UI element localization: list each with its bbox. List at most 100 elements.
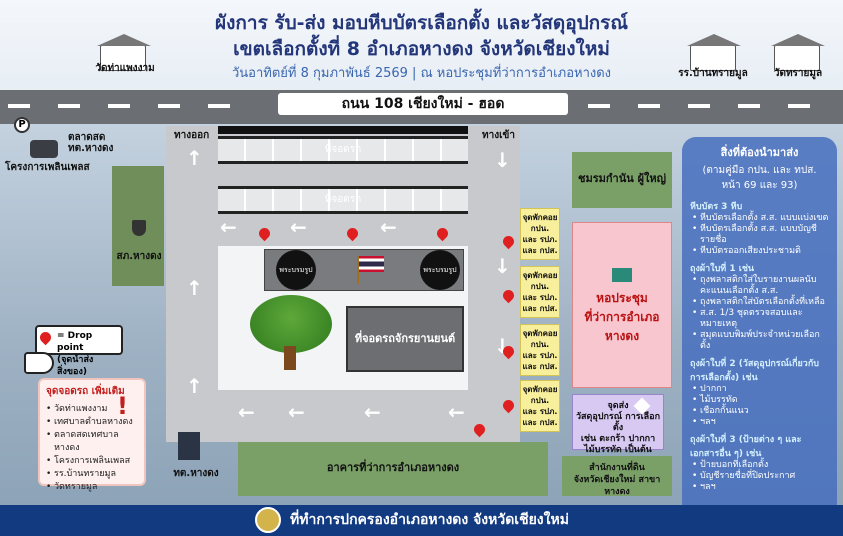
list-item: เทศบาลตำบลหางดง <box>46 416 138 429</box>
extra-parking-card: จุดจอดรถ เพิ่มเติม วัดท่าแพงงาม เทศบาลตำ… <box>38 378 146 494</box>
land-office-building: สำนักงานที่ดิน จังหวัดเชียงใหม่ สาขาหางด… <box>562 456 672 497</box>
statue-right: พระบรมรูป <box>420 250 460 290</box>
arrow-up-icon: ↑ <box>186 374 203 398</box>
road-dash <box>688 104 710 108</box>
arrow-down-icon: ↓ <box>494 254 511 278</box>
district-office-building: อาคารที่ว่าการอำเภอหางดง <box>238 442 548 496</box>
list-item: โครงการเพลินเพลส <box>46 455 138 468</box>
panel-section-2: ถุงผ้าใบที่ 1 เช่น <box>690 264 755 274</box>
road-dash <box>638 104 660 108</box>
village-club-building: ชมรมกำนัน ผู้ใหญ่บ้าน <box>572 152 672 239</box>
panel-section-4-list: ป้ายบอกที่เลือกตั้ง บัญชีรายชื่อที่ปิดปร… <box>690 460 829 493</box>
municipal-label: ทต.หางดง <box>173 468 219 479</box>
title-line-2: เขตเลือกตั้งที่ 8 อำเภอหางดง จังหวัดเชีย… <box>233 38 610 60</box>
list-item: วัดท่าแพงงาม <box>46 403 138 416</box>
road-dash <box>588 104 610 108</box>
arrow-left-icon: ← <box>238 400 255 424</box>
delivery-point: จุดส่ง วัสดุอุปกรณ์ การเลือกตั้ง เช่น ตะ… <box>572 394 664 455</box>
hall-building: หอประชุม ที่ว่าการอำเภอหางดง <box>572 222 672 388</box>
panel-subtitle: (ตามคู่มือ กปน. และ ทปส. หน้า 69 และ 93) <box>702 165 817 191</box>
list-item: ตลาดสดเทศบาลหางดง <box>46 429 138 455</box>
temple-right-icon <box>771 34 825 71</box>
ballot-box-icon <box>612 268 632 282</box>
list-item: ส.ส. 1/3 ชุดตรวจสอบและหมายเหตุ <box>690 308 829 330</box>
police-badge-icon <box>132 220 146 236</box>
extra-parking-title: จุดจอดรถ เพิ่มเติม <box>46 386 125 397</box>
parking-row-2: ที่จอดรถ <box>218 186 468 214</box>
list-item: ไม้บรรทัด <box>690 395 829 406</box>
rest-point-4: จุดพักคอย กปน. และ รปภ. และ กปส. <box>520 380 560 432</box>
motorcycle-parking: ที่จอดรถจักรยานยนต์ <box>346 306 464 372</box>
arrow-up-icon: ↑ <box>186 146 203 170</box>
subtitle: วันอาทิตย์ที่ 8 กุมภาพันธ์ 2569 | ณ หอปร… <box>231 66 612 81</box>
tree-trunk <box>284 346 296 370</box>
market-label: ตลาดสด ทต.หางดง <box>68 132 114 154</box>
arrow-up-icon: ↑ <box>186 276 203 300</box>
road-label: ถนน 108 เชียงใหม่ - ฮอด <box>278 93 568 115</box>
police-label: สภ.หางดง <box>116 251 162 262</box>
title-line-1: ผังการ รับ-ส่ง มอบหีบบัตรเลือกตั้ง และวั… <box>214 12 629 34</box>
rest-point-3: จุดพักคอย กปน. และ รปภ. และ กปส. <box>520 324 560 376</box>
parking-sign-icon: P <box>14 117 30 133</box>
tree-icon <box>250 295 332 353</box>
list-item: ฯลฯ <box>690 482 829 493</box>
list-item: ปากกา <box>690 384 829 395</box>
arrow-left-icon: ← <box>364 400 381 424</box>
arrow-left-icon: ← <box>380 215 397 239</box>
panel-section-1: หีบบัตร 3 หีบ <box>690 202 743 212</box>
landmark-right1-label: รร.บ้านทรายมูล <box>678 68 748 79</box>
road-dash <box>208 104 230 108</box>
rest-point-1: จุดพักคอย กปน. และ รปภ. และ กปส. <box>520 208 560 260</box>
panel-section-4: ถุงผ้าใบที่ 3 (ป้ายต่าง ๆ และเอกสารอื่น … <box>690 435 802 459</box>
arrow-down-icon: ↓ <box>494 148 511 172</box>
arrow-left-icon: ← <box>448 400 465 424</box>
arrow-left-icon: ← <box>220 215 237 239</box>
road-dash <box>158 104 180 108</box>
panel-section-3-list: ปากกา ไม้บรรทัด เชือกกั้นแนว ฯลฯ <box>690 384 829 428</box>
list-item: บัญชีรายชื่อที่ปิดประกาศ <box>690 471 829 482</box>
entrance-label: ทางเข้า <box>482 130 515 141</box>
list-item: เชือกกั้นแนว <box>690 406 829 417</box>
municipal-building-icon <box>178 432 200 460</box>
road-dash <box>738 104 760 108</box>
hospital-label: โครงการเพลินเพลส <box>5 162 90 173</box>
extra-parking-list: วัดท่าแพงงาม เทศบาลตำบลหางดง ตลาดสดเทศบา… <box>46 403 138 494</box>
road-dash <box>8 104 30 108</box>
list-item: สมุดแบบพิมพ์ประจำหน่วยเลือกตั้ง <box>690 330 829 352</box>
statue-left: พระบรมรูป <box>276 250 316 290</box>
list-item: ถุงพลาสติกใส่ใบรายงานผลนับคะแนนเลือกตั้ง… <box>690 275 829 297</box>
road-dash <box>108 104 130 108</box>
panel-section-3: ถุงผ้าใบที่ 2 (วัสดุอุปกรณ์เกี่ยวกับการเ… <box>690 359 820 383</box>
megaphone-icon <box>24 352 54 374</box>
list-item: วัดทรายมูล <box>46 481 138 494</box>
panel-section-2-list: ถุงพลาสติกใส่ใบรายงานผลนับคะแนนเลือกตั้ง… <box>690 275 829 352</box>
list-item: ฯลฯ <box>690 417 829 428</box>
list-item: หีบบัตรเลือกตั้ง ส.ส. แบบบัญชีรายชื่อ <box>690 224 829 246</box>
panel-title: สิ่งที่ต้องนำมาส่ง <box>720 146 799 159</box>
items-to-deliver-panel: สิ่งที่ต้องนำมาส่ง (ตามคู่มือ กปน. และ ท… <box>682 137 837 517</box>
landmark-left-label: วัดท่าแพงงาม <box>95 63 155 74</box>
landmark-right2-label: วัดทรายมูล <box>773 68 823 79</box>
parking-row-1: ที่จอดรถ <box>218 136 468 164</box>
arrow-left-icon: ← <box>288 400 305 424</box>
emblem-logo-icon <box>255 507 281 533</box>
rest-point-2: จุดพักคอย กปน. และ รปภ. และ กปส. <box>520 266 560 318</box>
exit-label: ทางออก <box>174 130 210 141</box>
list-item: หีบบัตรเลือกตั้ง ส.ส. แบบแบ่งเขต <box>690 213 829 224</box>
road-dash <box>58 104 80 108</box>
footer-bar: ที่ทำการปกครองอำเภอหางดง จังหวัดเชียงใหม… <box>0 505 843 536</box>
building-icon <box>30 140 58 158</box>
thai-flag-icon <box>358 256 384 272</box>
list-item: รร.บ้านทรายมูล <box>46 468 138 481</box>
school-icon <box>687 34 741 71</box>
temple-left-icon <box>97 34 151 71</box>
road-dash <box>788 104 810 108</box>
panel-section-1-list: หีบบัตรเลือกตั้ง ส.ส. แบบแบ่งเขต หีบบัตร… <box>690 213 829 257</box>
flagpole <box>357 256 359 284</box>
list-item: หีบบัตรออกเสียงประชามติ <box>690 246 829 257</box>
list-item: ป้ายบอกที่เลือกตั้ง <box>690 460 829 471</box>
arrow-left-icon: ← <box>290 215 307 239</box>
gate-bar <box>218 126 468 134</box>
exclamation-icon: ! <box>117 392 128 420</box>
list-item: ถุงพลาสติกใส่บัตรเลือกตั้งที่เหลือ <box>690 297 829 308</box>
